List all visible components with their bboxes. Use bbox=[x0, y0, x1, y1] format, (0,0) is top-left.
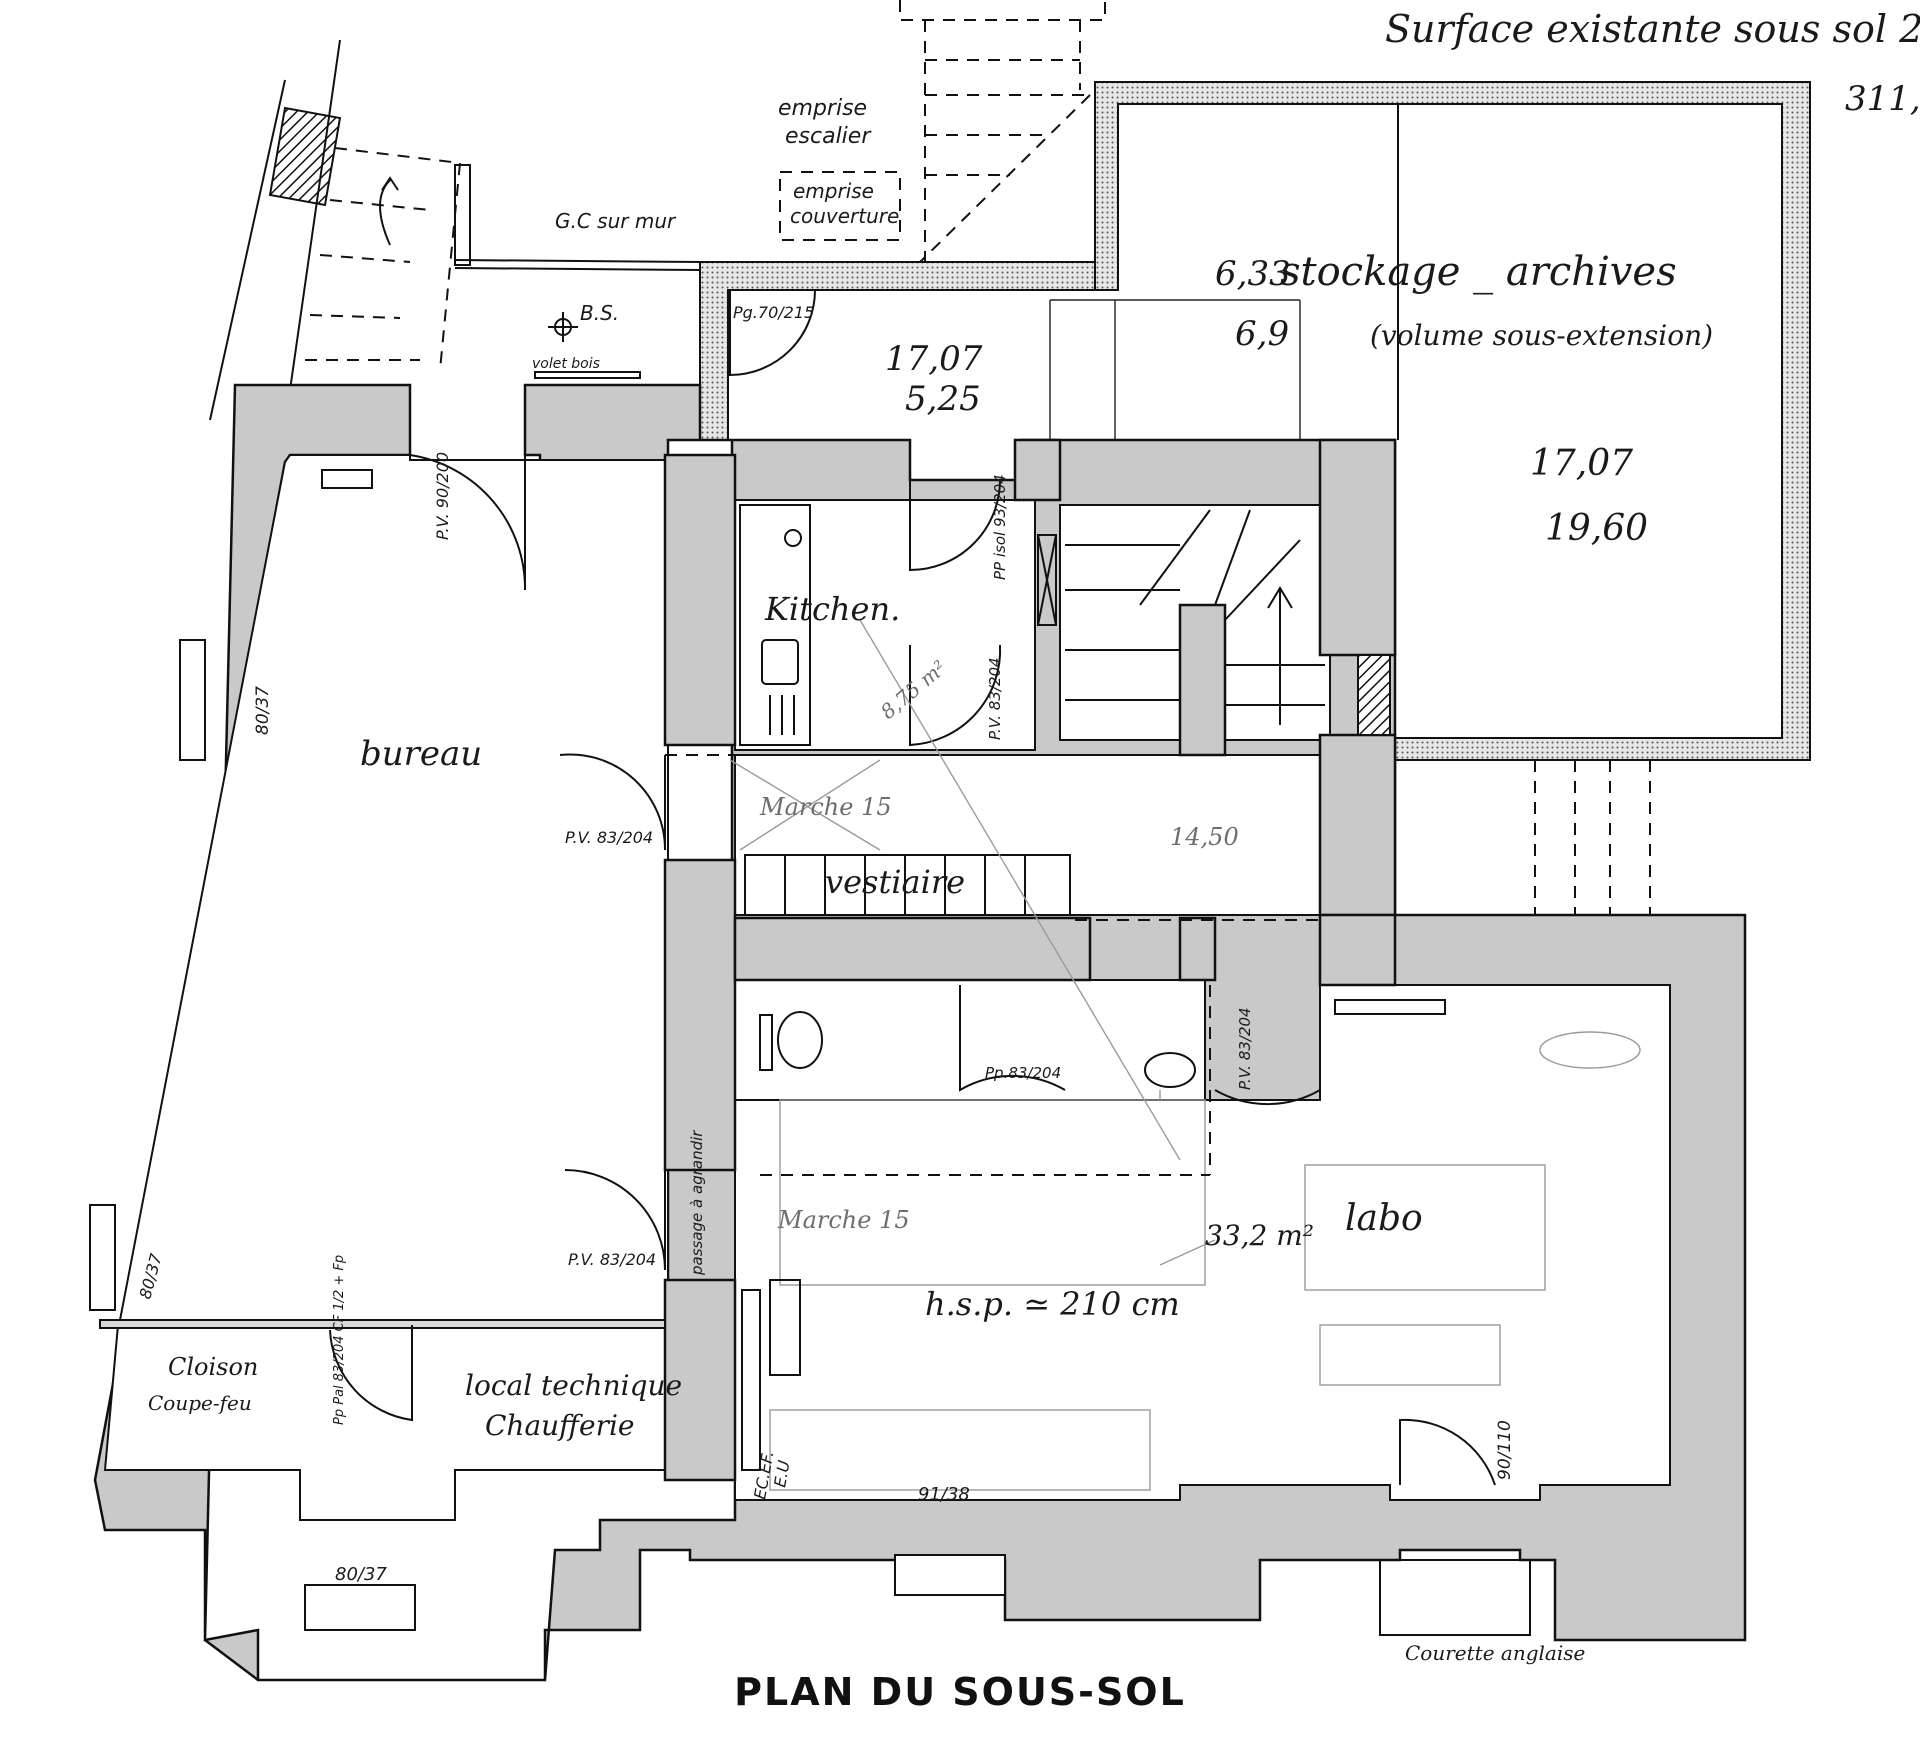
partition-walls bbox=[99, 438, 1397, 1482]
roof-footprint-line2: couverture bbox=[790, 204, 899, 228]
corridor-area: 14,50 bbox=[1170, 823, 1239, 851]
toilet-fixtures bbox=[759, 999, 1446, 1088]
door-pp-83: Pp.83/204 bbox=[985, 1064, 1061, 1082]
cloakroom-rack bbox=[744, 854, 1071, 916]
storage-subtitle: (volume sous-extension) bbox=[1370, 319, 1713, 352]
window-bottom-label: 80/37 bbox=[335, 1564, 387, 1585]
kitchen-fixtures bbox=[739, 504, 1057, 746]
door-cf-label: Pp Pal 83/204 CF 1/2 + Fp bbox=[332, 1255, 347, 1425]
handle-upper: Marche 15 bbox=[759, 793, 892, 821]
stair-footprint-line2: escalier bbox=[785, 124, 872, 149]
cloakroom-name: vestiaire bbox=[825, 863, 965, 901]
passage-label: passage à agrandir bbox=[688, 1130, 706, 1276]
door-pv-lower: P.V. 83/204 bbox=[568, 1250, 656, 1269]
gutter-label: G.C sur mur bbox=[555, 209, 677, 233]
dashed-openings bbox=[665, 754, 1325, 1281]
exterior-stair bbox=[209, 39, 701, 421]
door-pv-90-200: P.V. 90/200 bbox=[433, 452, 452, 540]
technical-line2: Chaufferie bbox=[485, 1409, 635, 1442]
office-name: bureau bbox=[360, 734, 482, 774]
shutter-label: volet bois bbox=[532, 356, 600, 372]
interior-stair bbox=[1065, 509, 1325, 725]
roof-footprint-line1: emprise bbox=[793, 179, 874, 203]
windows bbox=[89, 469, 1651, 1636]
window-left-label: 80/37 bbox=[253, 686, 273, 735]
partition-line2: Coupe-feu bbox=[148, 1391, 252, 1415]
storage-area-a: 6,33 bbox=[1215, 254, 1291, 294]
door-pv-wc: P.V. 83/204 bbox=[1236, 1007, 1254, 1090]
door-swings bbox=[329, 289, 1496, 1486]
storage-area-b: 6,9 bbox=[1235, 314, 1289, 354]
entry-area-a: 17,07 bbox=[885, 339, 983, 379]
door-pg-70-label: Pg.70/215 bbox=[733, 303, 814, 322]
lab-name: labo bbox=[1345, 1198, 1423, 1239]
technical-line1: local technique bbox=[465, 1369, 682, 1402]
stair-footprint-dashed bbox=[779, 0, 1106, 263]
door-90-110: 90/110 bbox=[1495, 1420, 1515, 1480]
english-court-label: Courette anglaise bbox=[1405, 1641, 1585, 1665]
bs-label: B.S. bbox=[580, 301, 619, 325]
storage-name: stockage _ archives bbox=[1280, 249, 1677, 295]
header-note-line2: 311,7 bbox=[1845, 79, 1920, 119]
storage-area-d: 19,60 bbox=[1545, 508, 1648, 549]
window-91-38: 91/38 bbox=[918, 1484, 970, 1505]
eu-label: E.U bbox=[770, 1459, 793, 1489]
pencil-marks bbox=[729, 619, 1216, 1266]
entry-area-b: 5,25 bbox=[905, 379, 981, 419]
kitchen-name: Kitchen. bbox=[764, 590, 900, 628]
door-ppisol: PP isol 93/204 bbox=[991, 474, 1009, 580]
lab-height: h.s.p. ≃ 210 cm bbox=[925, 1285, 1180, 1323]
lab-pencil-furniture bbox=[741, 1031, 1641, 1491]
storage-area-c: 17,07 bbox=[1530, 443, 1633, 484]
stair-footprint-line1: emprise bbox=[778, 96, 867, 121]
plan-title: PLAN DU SOUS-SOL bbox=[734, 1670, 1186, 1714]
lab-area: 33,2 m² bbox=[1205, 1219, 1314, 1252]
door-pv-kitchen: P.V. 83/204 bbox=[986, 657, 1004, 740]
header-note-line1: Surface existante sous sol 277 bbox=[1385, 7, 1920, 51]
partition-line1: Cloison bbox=[168, 1353, 258, 1381]
door-pv-office: P.V. 83/204 bbox=[565, 828, 653, 847]
handle-lower: Marche 15 bbox=[777, 1206, 910, 1234]
